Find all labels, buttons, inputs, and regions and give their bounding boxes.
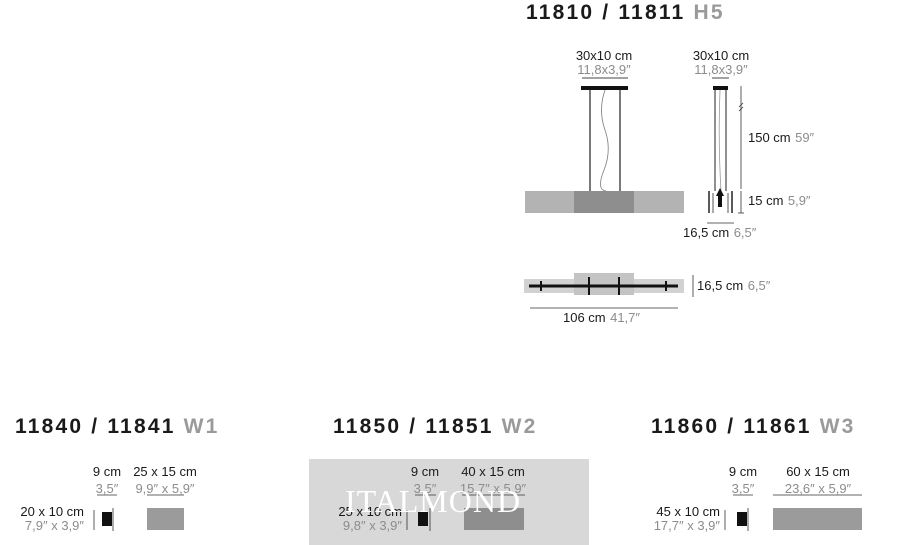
h5-plan-view [524,273,694,309]
w1-shade-cm: 25 x 15 cm [133,464,197,479]
w3-drawing [724,494,862,531]
h5-top-right-in: 11,8x3,9″ [694,62,748,77]
w3-shade-in: 23,6″ x 5,9″ [784,481,852,496]
h5-cable-in: 59″ [795,130,815,145]
w1-drawing [93,494,184,531]
h5-variant: H5 [693,1,725,24]
h5-width-cm: 106 cm [563,310,606,325]
w3-base-in: 17,7″ x 3,9″ [653,518,720,533]
h5-width: 106 cm 41,7″ [563,309,640,327]
w2-shade-in: 15,7″ x 5,9″ [459,481,527,496]
w3-variant: W3 [819,415,856,438]
h5-top-left-cm: 30x10 cm [575,48,633,63]
h5-side-view [707,77,744,224]
w2-depth-in: 3,5″ [413,481,437,496]
h5-side-depth-in: 6,5″ [733,225,757,240]
h5-plan-depth: 16,5 cm 6,5″ [697,277,770,295]
h5-height-in: 5,9″ [787,193,811,208]
w3-title: 11860 / 11861 W3 [651,415,856,439]
h5-cable-length: 150 cm 59″ [748,129,814,147]
h5-width-in: 41,7″ [610,310,640,325]
h5-title: 11810 / 11811 H5 [526,1,725,25]
w1-base-cm: 20 x 10 cm [20,504,84,519]
h5-side-depth-cm: 16,5 cm [683,225,730,240]
w2-shade-cm: 40 x 15 cm [461,464,525,479]
watermark: ITALMOND [345,483,522,519]
w1-code: 11840 / 11841 [15,415,176,438]
h5-top-left-in: 11,8x3,9″ [577,62,631,77]
w3-shade-cm: 60 x 15 cm [786,464,850,479]
w3-base-cm: 45 x 10 cm [656,504,720,519]
w3-depth-in: 3,5″ [731,481,755,496]
h5-front-view [525,77,684,213]
w1-shade-in: 9,9″ x 5,9″ [135,481,195,496]
w3-depth-cm: 9 cm [728,464,758,479]
w1-variant: W1 [183,415,220,438]
w2-depth-cm: 9 cm [410,464,440,479]
w2-base-in: 9,8″ x 3,9″ [342,518,402,533]
h5-height: 15 cm 5,9″ [748,192,811,210]
w2-code: 11850 / 11851 [333,415,494,438]
w2-drawing [406,494,525,531]
w2-base-cm: 25 x 10 cm [338,504,402,519]
w1-shade [147,508,184,530]
w1-title: 11840 / 11841 W1 [15,415,220,439]
w3-shade [773,508,862,530]
h5-plan-depth-in: 6,5″ [747,278,771,293]
h5-plan-depth-cm: 16,5 cm [697,278,744,293]
h5-top-right-cm: 30x10 cm [692,48,750,63]
h5-height-cm: 15 cm [748,193,784,208]
h5-side-depth: 16,5 cm 6,5″ [683,224,756,242]
w2-variant: W2 [501,415,538,438]
w2-shade [464,508,524,530]
w2-highlight-panel [309,459,589,545]
h5-code: 11810 / 11811 [526,1,686,24]
w1-base-in: 7,9″ x 3,9″ [24,518,84,533]
w1-depth-in: 3,5″ [95,481,119,496]
w3-code: 11860 / 11861 [651,415,812,438]
h5-cable-cm: 150 cm [748,130,791,145]
w2-title: 11850 / 11851 W2 [333,415,538,439]
w1-depth-cm: 9 cm [92,464,122,479]
